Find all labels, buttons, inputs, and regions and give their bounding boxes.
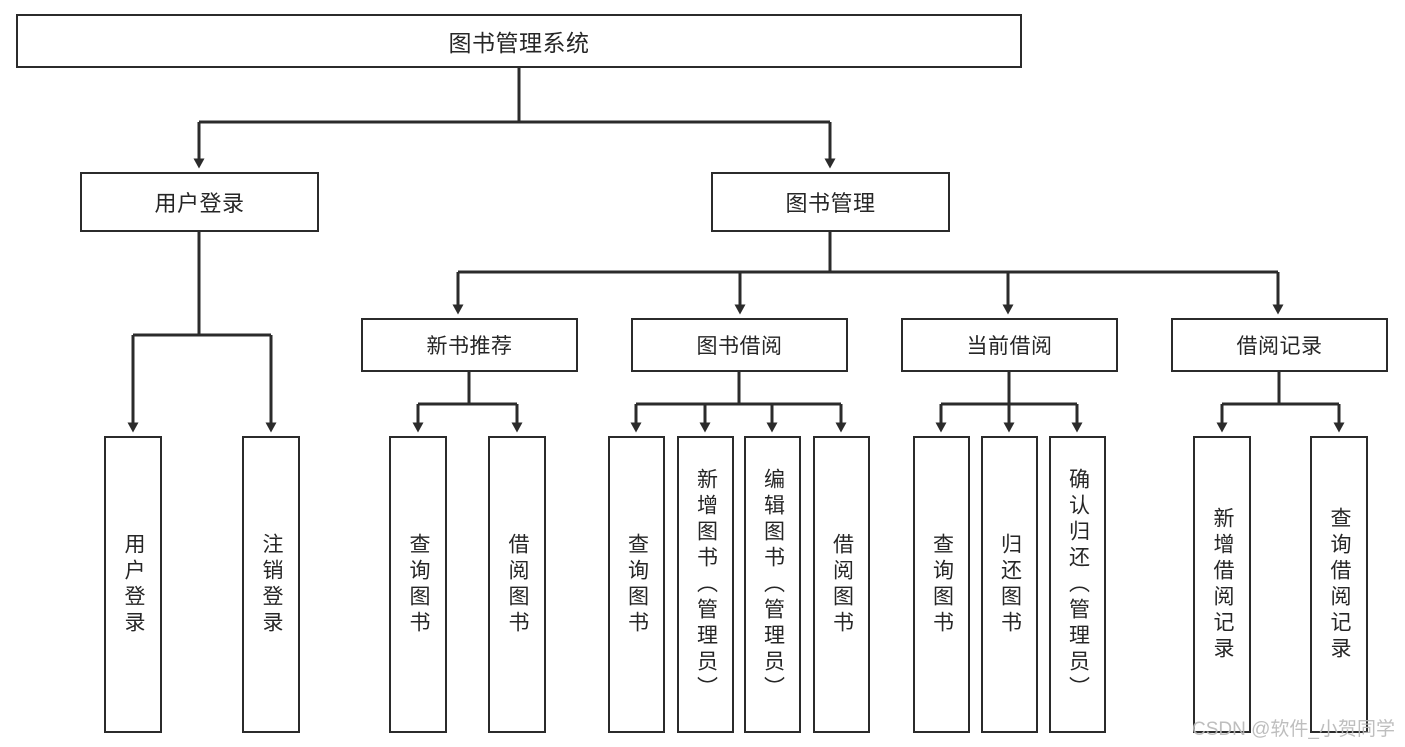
leaf-borrow-book[interactable]: 借阅图书 xyxy=(813,436,870,733)
leaf-edit-book-admin[interactable]: 编辑图书（管理员） xyxy=(744,436,801,733)
node-book-borrow[interactable]: 图书借阅 xyxy=(631,318,848,372)
node-label: 借阅记录 xyxy=(1236,335,1323,358)
node-label: 图书借阅 xyxy=(696,335,783,358)
leaf-return-book[interactable]: 归还图书 xyxy=(981,436,1038,733)
leaf-confirm-return-admin[interactable]: 确认归还（管理员） xyxy=(1049,436,1106,733)
node-label: 用户登录 xyxy=(154,191,245,216)
node-borrow-record[interactable]: 借阅记录 xyxy=(1171,318,1388,372)
node-current-borrow[interactable]: 当前借阅 xyxy=(901,318,1118,372)
leaf-user-login[interactable]: 用户登录 xyxy=(104,436,162,733)
leaf-query-book-borrow[interactable]: 查询图书 xyxy=(608,436,665,733)
leaf-add-book-admin[interactable]: 新增图书（管理员） xyxy=(677,436,734,733)
node-label: 确认归还（管理员） xyxy=(1066,467,1090,702)
node-label: 查询图书 xyxy=(407,532,431,637)
leaf-query-borrow-record[interactable]: 查询借阅记录 xyxy=(1310,436,1368,733)
node-label: 新书推荐 xyxy=(426,335,513,358)
node-label: 查询图书 xyxy=(930,532,954,637)
leaf-query-book-current[interactable]: 查询图书 xyxy=(913,436,970,733)
node-label: 新增图书（管理员） xyxy=(694,467,718,702)
node-label: 查询图书 xyxy=(625,532,649,637)
node-label: 图书管理 xyxy=(785,191,876,216)
node-book-management[interactable]: 图书管理 xyxy=(711,172,950,232)
leaf-query-book-recommend[interactable]: 查询图书 xyxy=(389,436,447,733)
node-new-book-recommend[interactable]: 新书推荐 xyxy=(361,318,578,372)
leaf-add-borrow-record[interactable]: 新增借阅记录 xyxy=(1193,436,1251,733)
leaf-user-logout[interactable]: 注销登录 xyxy=(242,436,300,733)
node-label: 图书管理系统 xyxy=(448,30,590,56)
node-user-login[interactable]: 用户登录 xyxy=(80,172,319,232)
leaf-borrow-book-recommend[interactable]: 借阅图书 xyxy=(488,436,546,733)
node-label: 归还图书 xyxy=(998,532,1022,637)
watermark-text: CSDN @软件_小贺同学 xyxy=(1192,719,1395,740)
node-label: 查询借阅记录 xyxy=(1328,506,1352,663)
node-label: 当前借阅 xyxy=(966,335,1053,358)
node-label: 借阅图书 xyxy=(506,532,530,637)
node-label: 新增借阅记录 xyxy=(1211,506,1235,663)
node-root-system[interactable]: 图书管理系统 xyxy=(16,14,1022,68)
node-label: 注销登录 xyxy=(260,532,284,637)
node-label: 编辑图书（管理员） xyxy=(761,467,785,702)
node-label: 借阅图书 xyxy=(830,532,854,637)
node-label: 用户登录 xyxy=(122,532,146,637)
